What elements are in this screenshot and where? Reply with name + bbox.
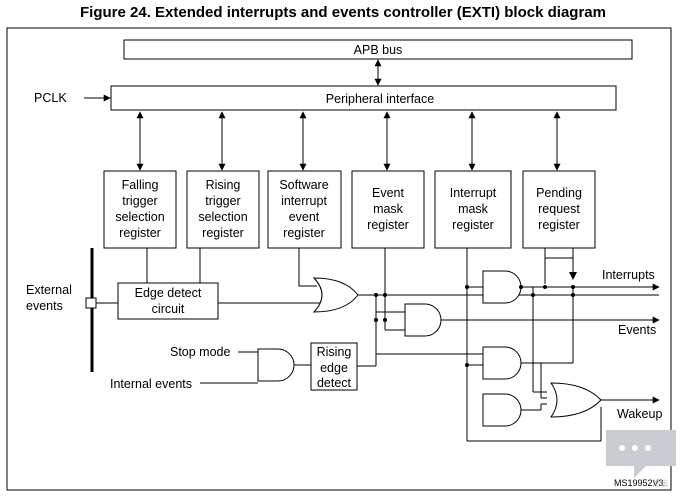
figure-ref-id: MS19952V3 — [614, 478, 664, 488]
and-gate-stop-mode — [257, 348, 295, 382]
watermark-text: 论坛 — [652, 478, 668, 488]
and-gate-wakeup-1 — [482, 346, 522, 380]
external-events-port — [85, 297, 97, 309]
apb-bus-label: APB bus — [354, 43, 403, 57]
and-gate-wakeup-2 — [482, 393, 522, 427]
figure-title: Figure 24. Extended interrupts and event… — [80, 4, 606, 21]
chat-bubble-icon — [606, 430, 676, 478]
wakeup-label: Wakeup — [617, 407, 662, 421]
or-gate-1 — [312, 277, 359, 313]
stop-mode-label: Stop mode — [170, 345, 231, 359]
apb-bus-box: APB bus — [123, 39, 633, 60]
outer-frame — [6, 27, 672, 491]
peripheral-interface-label: Peripheral interface — [326, 92, 434, 106]
internal-events-label: Internal events — [110, 377, 192, 391]
and-gate-interrupts — [482, 270, 522, 304]
or-gate-wakeup — [550, 382, 602, 418]
and-gate-events — [404, 303, 442, 337]
pclk-label: PCLK — [34, 91, 67, 105]
peripheral-interface-box: Peripheral interface — [110, 85, 617, 111]
interrupts-label: Interrupts — [602, 268, 655, 282]
events-label: Events — [618, 323, 656, 337]
